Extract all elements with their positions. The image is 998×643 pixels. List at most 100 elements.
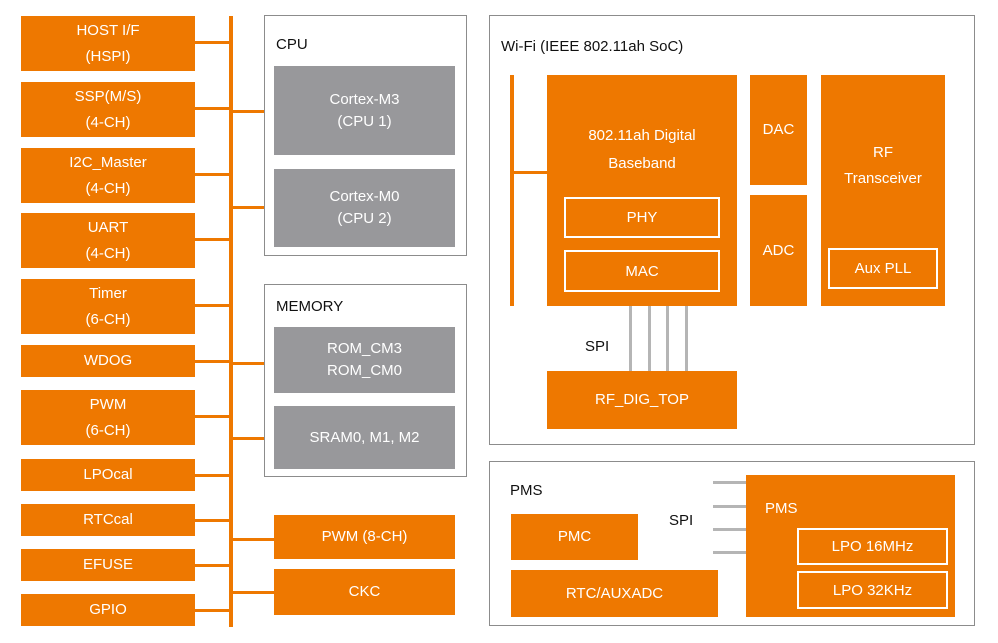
- lpo-16mhz-block: LPO 16MHz: [797, 528, 948, 565]
- rtc-auxadc-block: RTC/AUXADC: [511, 570, 718, 617]
- cpu-core-cortex-m0: Cortex-M0 (CPU 2): [274, 169, 455, 247]
- bus-connector: [195, 173, 231, 176]
- peripheral-label: RTCcal: [83, 511, 133, 528]
- aux-pll-block: Aux PLL: [828, 248, 938, 289]
- peripheral-i2c-master: I2C_Master (4-CH): [21, 148, 195, 203]
- dac-label: DAC: [762, 121, 795, 138]
- pms-spi-line: [713, 528, 746, 531]
- peripheral-sublabel: (6-CH): [85, 310, 131, 328]
- peripheral-label: PWM: [89, 395, 127, 413]
- rf-dig-top-label: RF_DIG_TOP: [595, 391, 689, 408]
- peripheral-host-if: HOST I/F (HSPI): [21, 16, 195, 71]
- adc-label: ADC: [762, 241, 795, 259]
- rf-transceiver-block: [821, 75, 945, 306]
- pms-spi-line: [713, 481, 746, 484]
- memory-line: ROM_CM3: [326, 340, 402, 357]
- wifi-spi-label: SPI: [585, 338, 610, 355]
- baseband-title-line1: 802.11ah Digital: [588, 127, 696, 144]
- core-name: Cortex-M0: [329, 188, 400, 205]
- memory-rom: ROM_CM3 ROM_CM0: [274, 327, 455, 393]
- bus-connector-sram: [231, 437, 275, 440]
- bus-connector: [195, 304, 231, 307]
- bus-connector: [195, 519, 231, 522]
- bus-connector: [195, 415, 231, 418]
- pms-title: PMS: [510, 482, 543, 499]
- bus-connector: [195, 609, 231, 612]
- cpu-core-cortex-m3: Cortex-M3 (CPU 1): [274, 66, 455, 155]
- block-label: PWM (8-CH): [321, 528, 408, 545]
- peripheral-uart: UART (4-CH): [21, 213, 195, 268]
- bus-connector: [195, 474, 231, 477]
- pmc-block: PMC: [511, 514, 638, 560]
- memory-line: ROM_CM0: [326, 362, 402, 379]
- peripheral-label: HOST I/F: [76, 21, 140, 39]
- bus-connector: [195, 564, 231, 567]
- rf-dig-top-block: RF_DIG_TOP: [547, 371, 737, 429]
- peripheral-label: LPOcal: [83, 466, 133, 483]
- peripheral-sublabel: (4-CH): [85, 179, 131, 197]
- bus-connector: [195, 360, 231, 363]
- rtc-auxadc-label: RTC/AUXADC: [565, 584, 664, 602]
- phy-label: PHY: [626, 209, 658, 226]
- pms-spi-label: SPI: [669, 512, 694, 529]
- peripheral-sublabel: (HSPI): [85, 47, 131, 65]
- bus-connector-cpu2: [231, 206, 275, 209]
- mac-block: MAC: [564, 250, 720, 292]
- pms-spi-line: [713, 505, 746, 508]
- wifi-title: Wi-Fi (IEEE 802.11ah SoC): [501, 38, 684, 55]
- wifi-bus: [510, 75, 514, 306]
- peripheral-label: SSP(M/S): [74, 87, 142, 105]
- bus-connector: [195, 238, 231, 241]
- peripheral-label: Timer: [89, 284, 127, 302]
- bus-connector-pwm8: [231, 538, 275, 541]
- peripheral-sublabel: (4-CH): [85, 244, 131, 262]
- peripheral-wdog: WDOG: [21, 345, 195, 377]
- bus-connector: [195, 41, 231, 44]
- spi-line: [629, 306, 632, 371]
- aux-pll-label: Aux PLL: [854, 260, 912, 277]
- lpo-16mhz-label: LPO 16MHz: [831, 538, 914, 555]
- phy-block: PHY: [564, 197, 720, 238]
- peripheral-ssp: SSP(M/S) (4-CH): [21, 82, 195, 137]
- pms-spi-line: [713, 551, 746, 554]
- peripheral-timer: Timer (6-CH): [21, 279, 195, 334]
- peripheral-rtccal: RTCcal: [21, 504, 195, 536]
- lpo-32khz-block: LPO 32KHz: [797, 571, 948, 609]
- pwm-8ch-block: PWM (8-CH): [274, 515, 455, 559]
- bus-connector-cpu1: [231, 110, 275, 113]
- baseband-title-line2: Baseband: [608, 155, 676, 172]
- core-id: (CPU 1): [337, 112, 392, 130]
- peripheral-pwm: PWM (6-CH): [21, 390, 195, 445]
- memory-title: MEMORY: [276, 298, 344, 315]
- rf-title-line2: Transceiver: [844, 170, 922, 187]
- adc-block: ADC: [750, 195, 807, 306]
- peripheral-label: UART: [87, 218, 129, 236]
- peripheral-sublabel: (4-CH): [85, 113, 131, 131]
- peripheral-sublabel: (6-CH): [85, 421, 131, 439]
- wifi-bus-connector: [512, 171, 548, 174]
- peripheral-label: I2C_Master: [69, 153, 147, 171]
- peripheral-lpocal: LPOcal: [21, 459, 195, 491]
- rf-title-line1: RF: [873, 144, 893, 161]
- pms-block: PMS: [746, 475, 955, 617]
- peripheral-gpio: GPIO: [21, 594, 195, 626]
- bus-connector: [195, 107, 231, 110]
- bus-connector-ckc: [231, 591, 275, 594]
- peripheral-label: EFUSE: [82, 556, 133, 573]
- spi-line: [648, 306, 651, 371]
- bus-connector-rom: [231, 362, 275, 365]
- core-id: (CPU 2): [337, 210, 392, 227]
- digital-baseband-block: [547, 75, 737, 306]
- memory-line: SRAM0, M1, M2: [309, 428, 420, 446]
- peripheral-label: WDOG: [83, 352, 133, 369]
- peripheral-label: GPIO: [89, 601, 127, 618]
- memory-sram: SRAM0, M1, M2: [274, 406, 455, 469]
- core-name: Cortex-M3: [329, 90, 400, 108]
- spi-line: [685, 306, 688, 371]
- block-label: CKC: [348, 583, 381, 600]
- spi-line: [666, 306, 669, 371]
- pmc-label: PMC: [557, 528, 592, 545]
- system-bus: [229, 16, 233, 627]
- baseband-title: 802.11ah Digital Baseband: [547, 122, 737, 178]
- cpu-title: CPU: [276, 36, 308, 53]
